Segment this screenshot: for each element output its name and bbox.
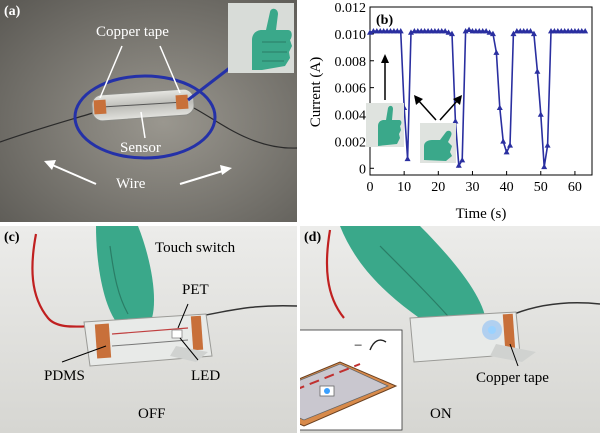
panel-a: (a) Copper tape Sensor Wire [0, 0, 297, 222]
y-tick-label: 0.010 [335, 28, 367, 43]
panel-c-photo [0, 226, 297, 433]
y-tick-label: 0.002 [335, 135, 367, 150]
x-axis-label: Time (s) [456, 206, 507, 222]
data-point-marker [445, 29, 452, 35]
data-point-marker [455, 162, 462, 168]
copper-tape-label: Copper tape [96, 24, 169, 40]
data-point-marker [541, 163, 548, 170]
panel-c: (c) Touch switch PET PDMS LED OFF [0, 226, 297, 433]
x-tick-label: 30 [465, 180, 479, 195]
pdms-label: PDMS [44, 368, 85, 384]
data-point-marker [534, 68, 541, 74]
x-tick-label: 0 [367, 180, 374, 195]
panel-d-photo: + − [300, 226, 600, 433]
on-label: ON [430, 406, 452, 422]
y-tick-label: 0.006 [335, 82, 367, 97]
y-tick-label: 0.008 [335, 55, 367, 70]
switch-schematic: + − [300, 329, 403, 431]
x-tick-label: 40 [500, 180, 514, 195]
thumbs-up-icon [252, 8, 292, 70]
thumbs-up-icon [366, 103, 404, 147]
wire-label: Wire [116, 176, 146, 192]
minus-sign: − [354, 338, 362, 354]
panel-c-tag: (c) [4, 230, 20, 245]
data-point-marker [459, 157, 466, 163]
panel-a-tag: (a) [4, 4, 21, 19]
data-point-marker [530, 30, 537, 37]
data-point-marker [527, 27, 534, 34]
data-point-marker [448, 30, 455, 37]
data-point-marker [544, 142, 551, 148]
x-tick-label: 10 [397, 180, 411, 195]
y-tick-label: 0 [359, 162, 366, 177]
panel-a-photo [0, 0, 297, 222]
sensor-label: Sensor [120, 140, 161, 156]
y-tick-label: 0.004 [335, 109, 367, 124]
copper-tape-label-d: Copper tape [476, 370, 549, 386]
data-point-marker [452, 118, 459, 124]
data-point-marker [507, 142, 514, 148]
thumbs-press-icon [420, 123, 456, 163]
data-point-marker [483, 27, 490, 34]
data-point-marker [503, 148, 510, 155]
data-point-marker [442, 27, 449, 34]
led-label: LED [191, 368, 221, 384]
off-label: OFF [138, 406, 166, 422]
touch-switch-label: Touch switch [155, 240, 236, 256]
panel-b-tag: (b) [376, 13, 393, 28]
x-tick-label: 60 [568, 180, 582, 195]
data-point-marker [486, 29, 493, 35]
data-point-marker [496, 104, 503, 110]
panel-b: 0 0.002 0.004 0.006 0.008 0.010 0.012 0 10 20 30 4… [300, 0, 600, 222]
y-tick-label: 0.012 [335, 1, 367, 16]
panel-d: + − (d) Copper tape ON [300, 226, 600, 433]
pet-label: PET [182, 282, 209, 298]
data-point-marker [582, 27, 589, 34]
data-point-marker [500, 138, 507, 144]
data-point-marker [489, 30, 496, 37]
x-tick-label: 20 [431, 180, 445, 195]
panel-d-tag: (d) [304, 230, 322, 245]
data-point-marker [510, 30, 517, 37]
current-time-chart: 0 0.002 0.004 0.006 0.008 0.010 0.012 0 10 20 30 4… [308, 1, 593, 222]
data-point-marker [493, 49, 500, 55]
data-point-marker [404, 155, 411, 162]
data-point-marker [537, 111, 544, 117]
y-axis-label: Current (A) [308, 57, 324, 127]
data-point-marker [397, 27, 404, 34]
data-point-marker [466, 26, 473, 33]
x-tick-label: 50 [534, 180, 548, 195]
